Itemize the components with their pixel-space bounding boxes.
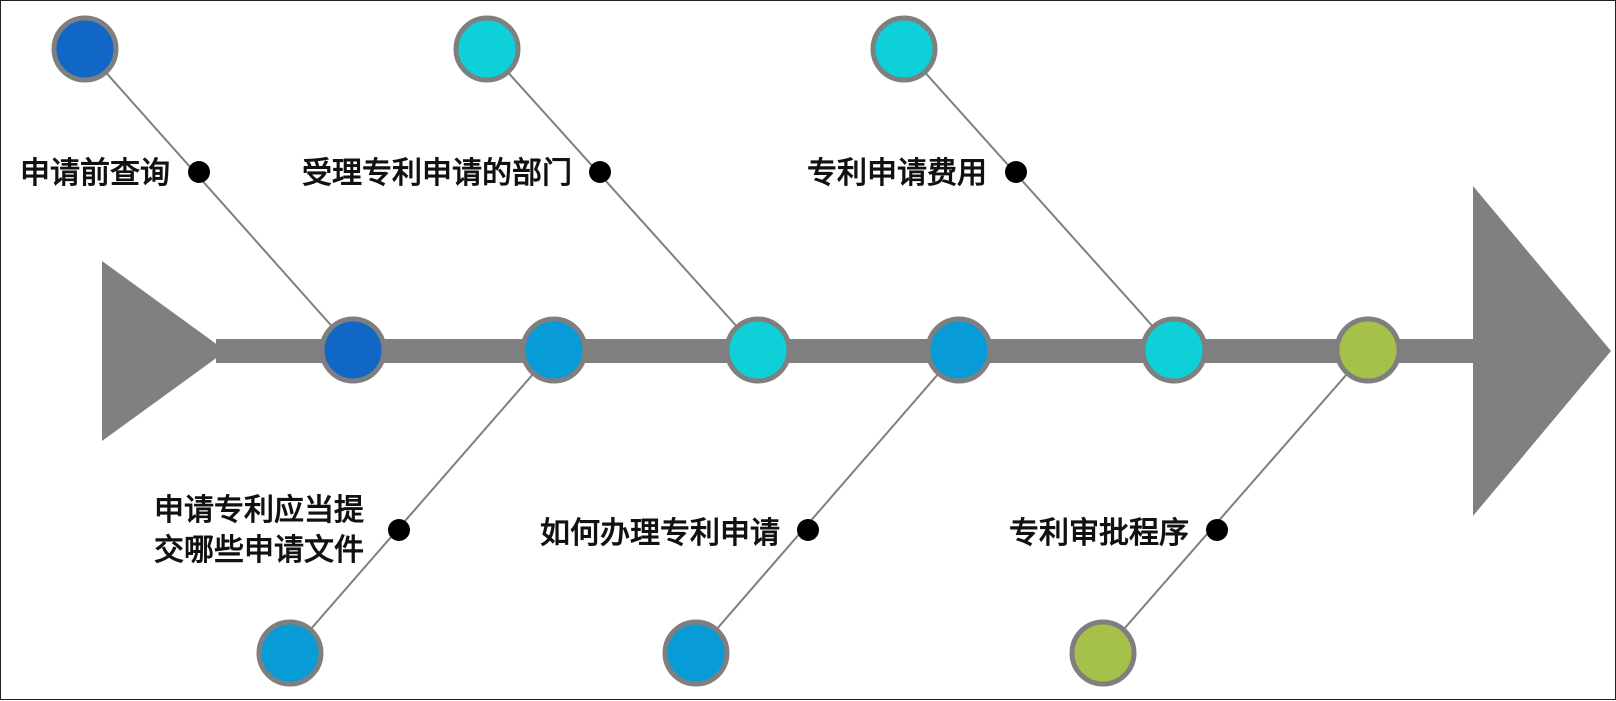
label-line: 交哪些申请文件 <box>154 533 364 568</box>
spine-node <box>1140 316 1208 384</box>
branch-dot <box>1206 519 1228 541</box>
spine-node <box>1334 316 1402 384</box>
branch-end-node <box>51 15 119 83</box>
spine-node <box>520 316 588 384</box>
spine-node <box>319 316 387 384</box>
branch-connector <box>1102 349 1369 654</box>
label-application-pre-search: 申请前查询 <box>20 154 170 194</box>
label-required-documents: 申请专利应当提 交哪些申请文件 <box>154 491 364 571</box>
arrow-head <box>1473 186 1611 516</box>
label-line: 申请前查询 <box>20 156 170 191</box>
branch-dot <box>188 161 210 183</box>
branch-end-node <box>1069 619 1137 687</box>
label-line: 受理专利申请的部门 <box>302 156 572 191</box>
label-line: 申请专利应当提 <box>154 493 364 528</box>
spine-node <box>724 316 792 384</box>
label-application-fees: 专利申请费用 <box>807 154 987 194</box>
branch-end-node <box>870 15 938 83</box>
branch-layer <box>51 15 1402 687</box>
branch-dot <box>797 519 819 541</box>
label-line: 专利申请费用 <box>807 156 987 191</box>
branch-connector <box>84 48 354 351</box>
branch-connector <box>289 349 555 654</box>
branch-connector <box>903 48 1175 351</box>
branch-end-node <box>662 619 730 687</box>
branch-connector <box>486 48 759 351</box>
spine-node <box>925 316 993 384</box>
label-line: 如何办理专利申请 <box>540 516 780 551</box>
spine-bar <box>216 339 1476 363</box>
label-examination-procedure: 专利审批程序 <box>1009 514 1189 554</box>
branch-dot <box>1005 161 1027 183</box>
branch-dot <box>388 519 410 541</box>
branch-end-node <box>256 619 324 687</box>
tail-triangle <box>102 261 226 441</box>
branch-end-node <box>453 15 521 83</box>
branch-connector <box>695 349 960 654</box>
label-accepting-department: 受理专利申请的部门 <box>302 154 572 194</box>
label-line: 专利审批程序 <box>1009 516 1189 551</box>
label-how-to-apply: 如何办理专利申请 <box>540 514 780 554</box>
branch-dot <box>589 161 611 183</box>
